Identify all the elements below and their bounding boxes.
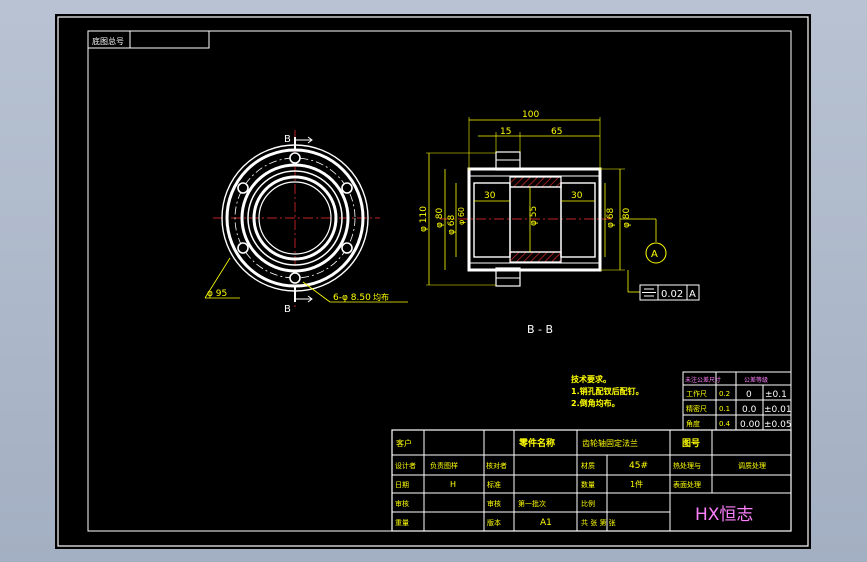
dim-dia-110: φ 110	[419, 206, 429, 232]
bolt-holes	[237, 152, 353, 284]
tb-date-label: 日期	[395, 481, 409, 489]
tolerance-frame: 0.02 A	[639, 284, 700, 301]
tolerance-table: 未注公差尺寸 公差等级 工作尺 0.2 0 ±0.1 精密尺 0.1 0.0 ±…	[682, 371, 792, 431]
brand-logo-text: HX恒志	[695, 505, 753, 525]
tol-row-2-a: 0.1	[719, 405, 730, 413]
section-mark-bottom: B	[284, 304, 291, 315]
tb-checker-label: 核对者	[486, 461, 507, 470]
technical-notes: 技术要求。 1.销孔配钗后配钉。 2.倒角均布。	[571, 374, 644, 408]
tb-drawing-no-label: 图号	[682, 438, 700, 449]
corner-label-box: 底图总号	[87, 30, 210, 49]
dim-dia-68-right: φ 68	[606, 207, 616, 228]
section-title: B - B	[527, 323, 553, 336]
tb-designer: 负责图样	[430, 461, 458, 470]
tolerance-value: 0.02	[661, 289, 683, 300]
drawing-sheet	[55, 14, 811, 549]
tech-notes-line-1: 1.销孔配钗后配钉。	[571, 386, 644, 396]
dim-left-bore-depth: 30	[484, 191, 496, 201]
tb-sheet-size: A1	[540, 518, 552, 528]
tb-sheets: 共 张 第 张	[581, 518, 616, 527]
tol-row-2-label: 精密尺	[686, 404, 707, 413]
tolerance-datum: A	[689, 289, 696, 300]
section-mark-top: B	[284, 134, 291, 145]
tb-part-name: 齿轮轴固定法兰	[582, 438, 638, 448]
tb-client-label: 客户	[396, 438, 412, 448]
tol-header-right: 公差等级	[744, 376, 768, 384]
dim-dia-60: φ 60	[457, 207, 466, 225]
bolt-hole	[289, 272, 301, 284]
bolt-hole	[341, 182, 353, 194]
tol-row-1-label: 工作尺	[686, 389, 707, 398]
tb-weight-label: 重量	[395, 519, 409, 527]
tb-approve-label: 审核	[487, 499, 501, 508]
tb-heat-treat: 调质处理	[738, 461, 766, 470]
tb-material-label: 材质	[581, 461, 595, 470]
tb-designer-label: 设计者	[395, 461, 416, 470]
bolt-hole	[237, 182, 249, 194]
tb-quantity: 1件	[630, 479, 643, 489]
tol-row-2-c: ±0.01	[764, 405, 792, 415]
tol-row-3-a: 0.4	[719, 420, 731, 428]
front-dia-label: φ 95	[207, 289, 227, 299]
bolt-hole	[289, 152, 301, 164]
tol-row-3-label: 角度	[686, 419, 700, 428]
tol-row-1-c: ±0.1	[765, 390, 787, 400]
section-view: 100 15 65 30 30 φ 110 φ 80 φ 68 φ 60 φ 5…	[419, 110, 700, 336]
tb-part-name-label: 零件名称	[518, 437, 555, 449]
tb-review-label: 审核	[395, 499, 409, 508]
bolt-hole	[341, 242, 353, 254]
dim-flange-width: 15	[500, 127, 511, 137]
tol-row-3-b: 0.00	[740, 420, 760, 430]
tb-heat-treat-label: 热处理与	[673, 461, 701, 470]
holes-label: 6-φ 8.50	[333, 293, 371, 303]
tol-row-2-b: 0.0	[742, 405, 757, 415]
dim-dia-80-left: φ 80	[435, 207, 445, 228]
datum-a-symbol: A	[651, 249, 658, 260]
tb-version-label: 版本	[487, 518, 501, 527]
tol-row-1-a: 0.2	[719, 390, 730, 398]
tb-standard-label: 标准	[487, 480, 501, 489]
holes-note: 均布	[373, 292, 389, 302]
front-view: B B φ 95 6-φ 8.50 均布	[204, 130, 408, 315]
bolt-hole	[237, 242, 249, 254]
tb-material: 45#	[629, 461, 648, 471]
dim-dia-68-left: φ 68	[447, 214, 457, 235]
tol-header-left: 未注公差尺寸	[685, 376, 721, 384]
tb-scale-label: 比例	[581, 499, 595, 508]
tb-quantity-label: 数量	[581, 480, 595, 489]
dim-overall-length: 100	[522, 110, 539, 120]
corner-label-text: 底图总号	[92, 36, 124, 46]
title-block: 客户 零件名称 齿轮轴固定法兰 图号 设计者 负责图样 核对者 材质 45# 热…	[391, 429, 792, 532]
tech-notes-line-2: 2.倒角均布。	[571, 398, 620, 408]
dim-body-length: 65	[551, 127, 562, 137]
tb-date: H	[450, 480, 456, 489]
tol-row-3-c: ±0.05	[764, 420, 792, 430]
dim-dia-55: φ 55	[529, 206, 539, 226]
dim-dia-80-right: φ 80	[622, 207, 632, 228]
tech-notes-title: 技术要求。	[571, 374, 611, 384]
dim-right-bore-depth: 30	[571, 191, 583, 201]
tb-batch: 第一批次	[518, 499, 546, 508]
tb-surface-label: 表面处理	[673, 480, 701, 489]
tol-row-1-b: 0	[746, 390, 752, 400]
symmetry-icon	[642, 288, 656, 297]
outer-border	[57, 16, 809, 547]
